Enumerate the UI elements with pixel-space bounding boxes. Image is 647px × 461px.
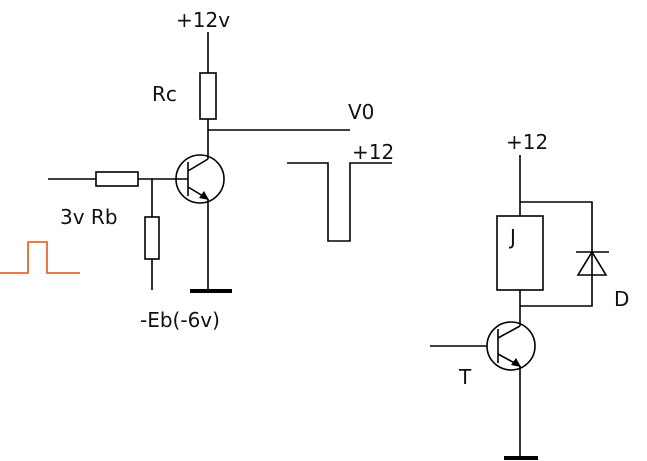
supply-voltage-label: +12v — [176, 8, 231, 32]
diode-label: D — [614, 287, 630, 311]
base-resistor — [95, 171, 139, 187]
right-relay-circuit — [430, 155, 609, 460]
collector-resistor-label: Rc — [152, 82, 177, 106]
bias-resistor — [144, 216, 160, 260]
transistor-label: T — [459, 365, 472, 389]
output-label: V0 — [348, 100, 375, 124]
input-label: 3v Rb — [60, 205, 118, 229]
relay-label: J — [510, 225, 516, 249]
left-switch-circuit — [0, 32, 392, 293]
relay-supply-label: +12 — [506, 130, 549, 154]
right-transistor — [486, 321, 536, 371]
collector-resistor — [199, 72, 217, 120]
output-waveform — [287, 162, 392, 242]
input-pulse — [0, 241, 80, 274]
relay-coil — [496, 215, 544, 291]
flyback-diode — [576, 250, 609, 276]
output-level-label: +12 — [352, 140, 395, 164]
bias-label: -Eb(-6v) — [140, 308, 220, 332]
left-transistor — [175, 154, 225, 204]
diode-branch-wire — [520, 201, 593, 307]
